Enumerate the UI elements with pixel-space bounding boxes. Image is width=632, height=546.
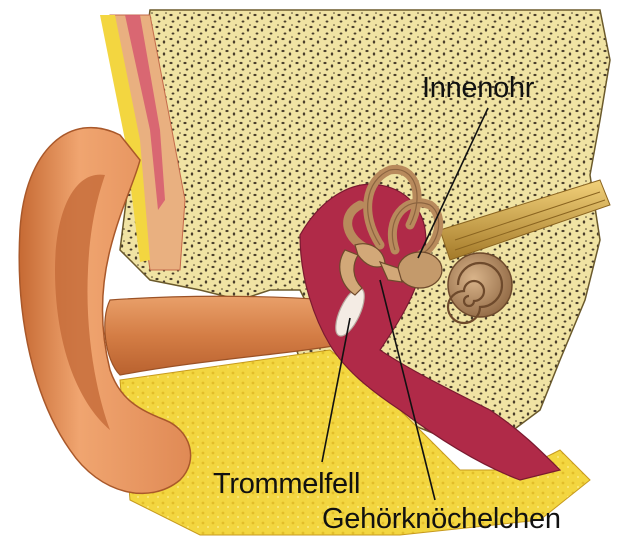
label-inner-ear: Innenohr	[422, 72, 534, 105]
vestibule	[398, 252, 442, 288]
label-eardrum: Trommelfell	[213, 468, 360, 501]
label-ossicles: Gehörknöchelchen	[322, 503, 561, 536]
